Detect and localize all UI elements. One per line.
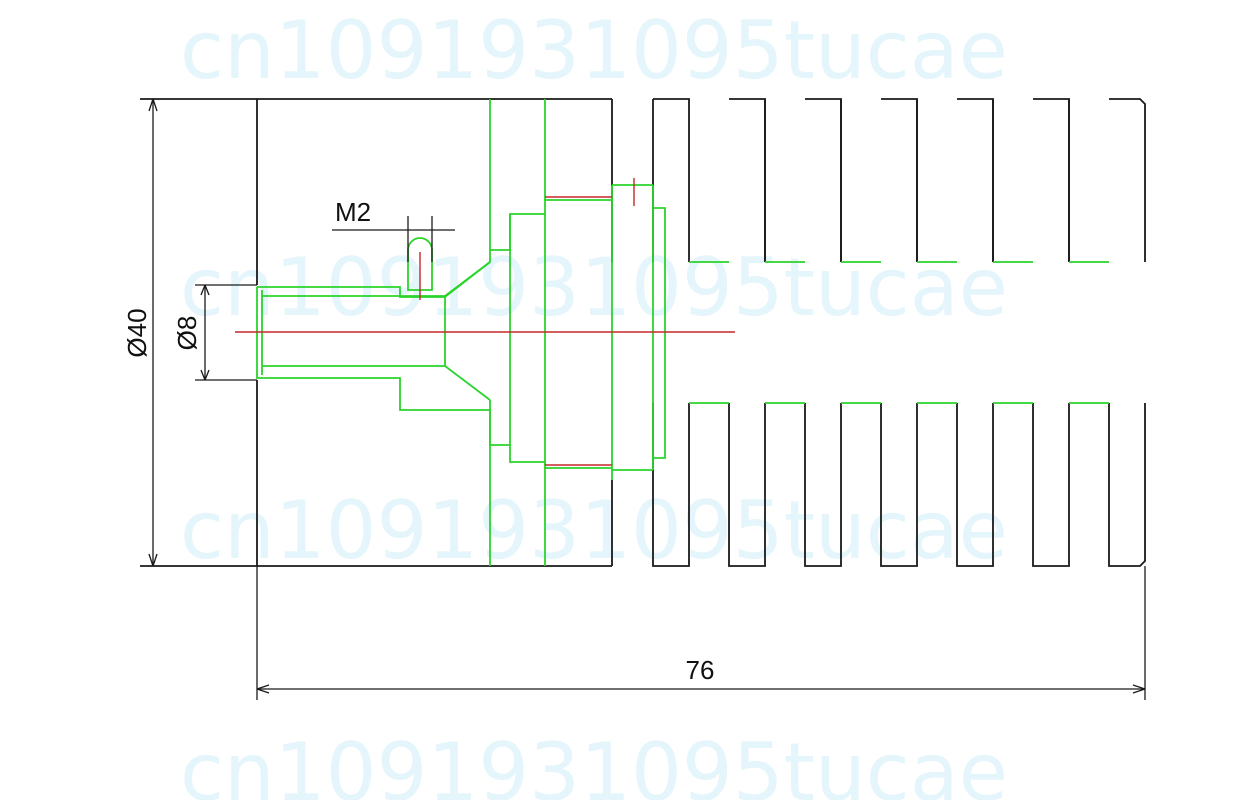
overall-length-label: 76	[686, 655, 715, 685]
internal-components	[256, 99, 1109, 566]
dimension-overall-length: 76	[256, 566, 1146, 700]
dimension-shaft-diameter: Ø8	[172, 284, 257, 381]
watermark-top: cn1091931095tucae	[180, 4, 1008, 97]
watermark-layer: cn1091931095tucae cn1091931095tucae cn10…	[180, 4, 1008, 800]
watermark-lower-middle: cn1091931095tucae	[180, 484, 1008, 577]
dimension-overall-diameter: Ø40	[122, 98, 158, 567]
overall-diameter-label: Ø40	[122, 308, 152, 357]
shaft-diameter-label: Ø8	[172, 316, 202, 351]
watermark-bottom: cn1091931095tucae	[180, 726, 1008, 800]
thread-label: M2	[335, 197, 371, 227]
dimension-thread: M2	[332, 197, 455, 262]
heatsink-outline	[140, 98, 1146, 567]
center-lines	[235, 178, 735, 466]
